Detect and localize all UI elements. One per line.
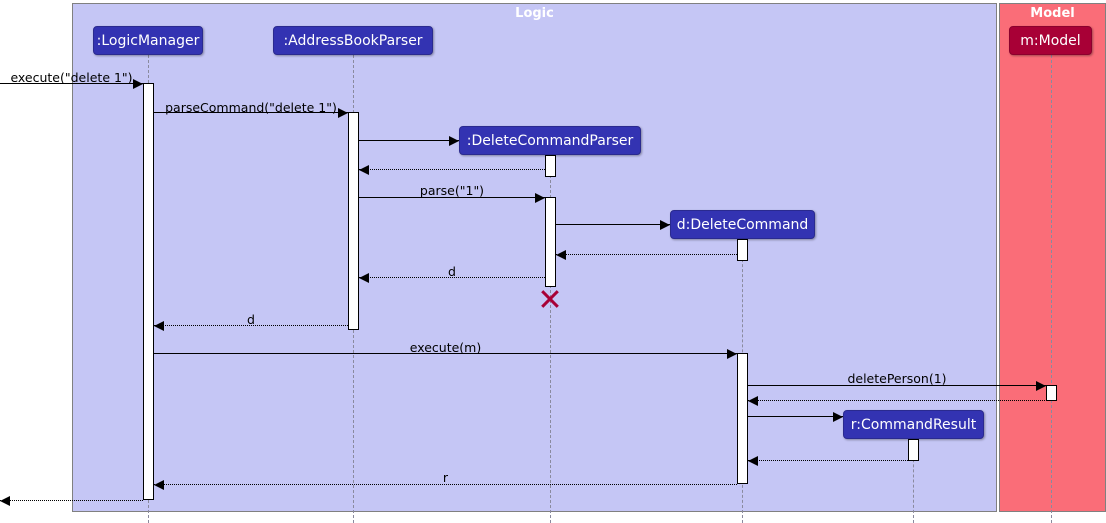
message-label-m8: d <box>448 264 456 279</box>
message-line-m16 <box>0 500 143 501</box>
message-arrowhead-m5 <box>535 193 545 203</box>
message-arrowhead-m8 <box>359 273 369 283</box>
participant-logicmanager[interactable]: :LogicManager <box>93 26 203 55</box>
message-line-m9 <box>154 325 348 326</box>
lifeline-commandresult <box>913 439 914 523</box>
message-label-m2: parseCommand("delete 1") <box>165 100 337 115</box>
message-label-m1: execute("delete 1") <box>10 70 133 85</box>
logicmanager-activation <box>143 83 154 500</box>
message-arrowhead-m11 <box>1036 381 1046 391</box>
deletecommand-execute-activation <box>737 353 748 484</box>
message-arrowhead-m9 <box>154 321 164 331</box>
deletecommandparser-destroy-icon <box>539 288 561 310</box>
participant-label: :LogicManager <box>96 32 200 49</box>
participant-label: r:CommandResult <box>850 416 977 433</box>
message-line-m14 <box>748 460 908 461</box>
message-arrowhead-m15 <box>154 480 164 490</box>
deletecommand-create-activation <box>737 239 748 261</box>
message-line-m15 <box>154 484 737 485</box>
message-arrowhead-m16 <box>0 496 10 506</box>
message-line-m5 <box>359 197 545 198</box>
frame-label-model: Model <box>1030 6 1075 21</box>
participant-deletecommand[interactable]: d:DeleteCommand <box>670 210 815 239</box>
message-label-m15: r <box>442 470 449 485</box>
message-line-m13 <box>748 416 843 417</box>
participant-label: :AddressBookParser <box>283 32 423 49</box>
message-line-m12 <box>748 400 1057 401</box>
lifeline-deletecommandparser <box>550 155 551 523</box>
lifeline-model <box>1051 55 1052 523</box>
message-arrowhead-m4 <box>359 165 369 175</box>
participant-label: d:DeleteCommand <box>676 216 809 233</box>
frame-label-logic: Logic <box>515 6 554 21</box>
message-arrowhead-m7 <box>556 250 566 260</box>
participant-deletecommandparser[interactable]: :DeleteCommandParser <box>459 126 641 155</box>
message-arrowhead-m12 <box>748 396 758 406</box>
message-line-m8 <box>359 277 545 278</box>
deletecommandparser-create-activation <box>545 155 556 177</box>
message-arrowhead-m2 <box>338 108 348 118</box>
deletecommandparser-parse-activation <box>545 197 556 287</box>
message-line-m2 <box>154 112 348 113</box>
message-line-m7 <box>556 254 737 255</box>
message-arrowhead-m6 <box>660 220 670 230</box>
message-label-m10: execute(m) <box>409 340 482 355</box>
model-activation <box>1046 385 1057 401</box>
message-line-m10 <box>154 353 737 354</box>
message-label-m9: d <box>247 312 255 327</box>
message-label-m5: parse("1") <box>419 183 485 198</box>
participant-model[interactable]: m:Model <box>1009 26 1092 55</box>
message-line-m11 <box>748 385 1046 386</box>
message-line-m4 <box>359 169 545 170</box>
frame-logic <box>72 3 997 512</box>
message-arrowhead-m10 <box>727 349 737 359</box>
participant-commandresult[interactable]: r:CommandResult <box>843 410 984 439</box>
participant-addressbookparser[interactable]: :AddressBookParser <box>273 26 433 55</box>
message-line-m6 <box>556 224 670 225</box>
message-line-m1 <box>0 83 143 84</box>
addressbookparser-activation <box>348 112 359 330</box>
frame-model <box>999 3 1106 512</box>
message-line-m3 <box>359 140 459 141</box>
message-arrowhead-m13 <box>833 412 843 422</box>
message-arrowhead-m3 <box>449 136 459 146</box>
commandresult-create-activation <box>908 439 919 461</box>
message-arrowhead-m14 <box>748 456 758 466</box>
participant-label: m:Model <box>1020 32 1081 49</box>
message-label-m11: deletePerson(1) <box>847 371 947 386</box>
message-arrowhead-m1 <box>133 79 143 89</box>
participant-label: :DeleteCommandParser <box>466 132 634 149</box>
